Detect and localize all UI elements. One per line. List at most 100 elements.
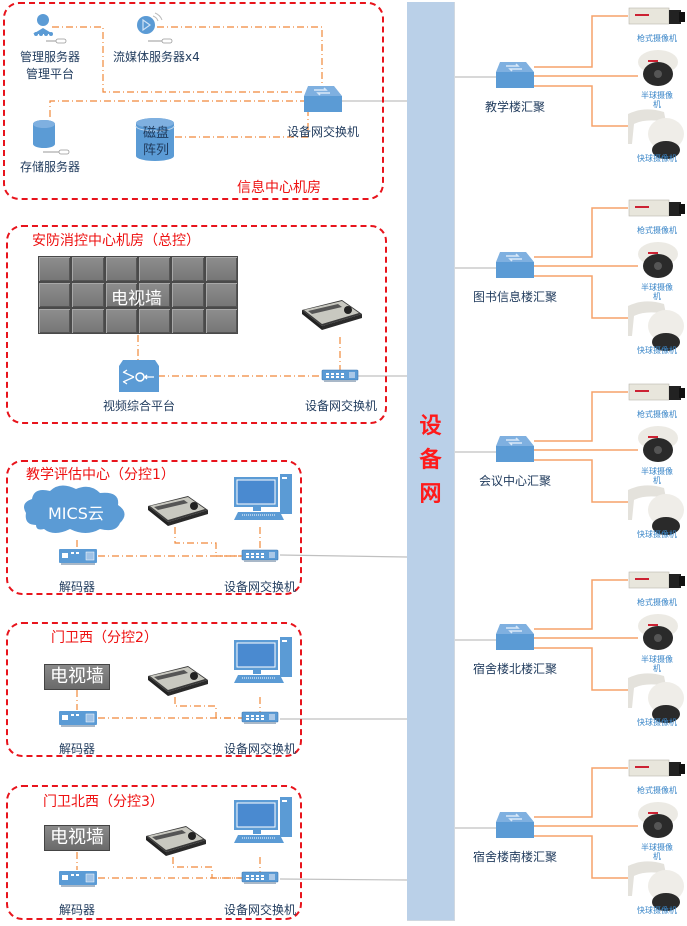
camera-link: [534, 15, 628, 68]
tv-wall-screen: [138, 308, 172, 334]
aggregation-label: 宿舍楼南楼汇聚: [472, 850, 558, 864]
tv-wall-screen: [171, 256, 205, 282]
video-platform-icon: [119, 360, 159, 392]
tv-wall-screen: [38, 282, 72, 308]
tv-wall-screen: [204, 282, 238, 308]
box-camera-label: 枪式摄像机: [637, 34, 677, 43]
speed-dome-camera-label: 快球摄像机: [637, 718, 677, 727]
tv-wall-screen: [138, 256, 172, 282]
security-switch-label: 设备网交换机: [304, 399, 378, 413]
speed-dome-camera-icon: [628, 861, 684, 911]
backbone-label-char: 网: [419, 482, 442, 507]
zone-teaching-eval: [6, 460, 302, 595]
storage-server-label: 存储服务器: [20, 160, 81, 174]
tv-wall-screen: [71, 282, 105, 308]
gate-west-tv-wall: 电视墙: [44, 664, 110, 690]
zone-title-gate-north-west: 门卫北西（分控3）: [43, 794, 164, 810]
box-camera-icon: [628, 7, 686, 25]
gate-nw-tv-wall: 电视墙: [44, 825, 110, 851]
camera-link: [534, 85, 632, 127]
tv-wall-screen: [71, 256, 105, 282]
mics-cloud-label: MICS云: [48, 504, 104, 523]
camera-link: [534, 647, 632, 691]
gate-nw-decoder-label: 解码器: [58, 903, 96, 917]
video-platform-label: 视频综合平台: [102, 399, 176, 413]
dome-camera-icon: [638, 50, 678, 86]
dome-camera-icon: [638, 614, 678, 650]
camera-link: [534, 459, 632, 503]
stream-server-icon: [137, 12, 173, 44]
gate-nw-switch-label: 设备网交换机: [223, 903, 297, 917]
tv-wall-screen: [171, 308, 205, 334]
zone-title-gate-west: 门卫西（分控2）: [51, 630, 158, 646]
speed-dome-camera-label: 快球摄像机: [637, 906, 677, 915]
zone-title-teaching-eval: 教学评估中心（分控1）: [26, 467, 175, 483]
box-camera-label: 枪式摄像机: [637, 786, 677, 795]
storage-server-icon: [33, 120, 70, 155]
zone-gate-north-west: [6, 785, 302, 920]
speed-dome-camera-label: 快球摄像机: [637, 154, 677, 163]
gate-west-switch-label: 设备网交换机: [223, 742, 297, 756]
mgmt-server-icon: [33, 14, 67, 44]
aggregation-switch-icon: [495, 623, 535, 651]
dome-camera-label: 半球摄像 机: [641, 283, 673, 301]
tv-wall: [38, 256, 238, 334]
box-camera-label: 枪式摄像机: [637, 410, 677, 419]
dome-camera-label: 半球摄像 机: [641, 843, 673, 861]
mgmt-platform-label: 管理平台: [26, 67, 75, 81]
box-camera-label: 枪式摄像机: [637, 226, 677, 235]
zone-security-center: [6, 225, 387, 424]
zone-title-security-center: 安防消控中心机房（总控）: [32, 233, 200, 249]
camera-link: [534, 767, 628, 818]
tv-wall-screen: [71, 308, 105, 334]
internal-links: [49, 26, 341, 879]
tv-wall-screen: [171, 282, 205, 308]
mics-cloud-icon: [24, 485, 125, 533]
teaching-decoder-label: 解码器: [58, 580, 96, 594]
dome-camera-label: 半球摄像 机: [641, 467, 673, 485]
speed-dome-camera-label: 快球摄像机: [637, 346, 677, 355]
camera-link: [534, 207, 628, 258]
tv-wall-label: 电视墙: [111, 289, 162, 309]
backbone-label-char: 备: [419, 448, 442, 473]
mgmt-server-label: 管理服务器: [20, 50, 81, 64]
camera-link: [534, 579, 628, 630]
tv-wall-screen: [204, 308, 238, 334]
tv-wall-screen: [104, 308, 138, 334]
disk-array-label-2: 阵列: [143, 143, 170, 158]
speed-dome-camera-icon: [628, 673, 684, 723]
dome-camera-icon: [638, 242, 678, 278]
camera-link: [534, 275, 632, 319]
camera-link: [534, 835, 632, 879]
dome-camera-label: 半球摄像 机: [641, 91, 673, 109]
tv-wall-screen: [138, 282, 172, 308]
device-network-backbone: [407, 2, 455, 921]
box-camera-icon: [628, 759, 686, 777]
tv-wall-screen: [38, 308, 72, 334]
box-camera-label: 枪式摄像机: [637, 598, 677, 607]
tv-wall-screen: [204, 256, 238, 282]
dome-camera-icon: [638, 802, 678, 838]
aggregation-switch-icon: [495, 811, 535, 839]
aggregation-switch-icon: [495, 61, 535, 89]
gate-west-decoder-label: 解码器: [58, 742, 96, 756]
zone-info-center: [3, 2, 384, 200]
camera-links: [534, 15, 638, 879]
box-camera-icon: [628, 383, 686, 401]
tv-wall-screen: [104, 282, 138, 308]
aggregation-label: 教学楼汇聚: [484, 100, 546, 114]
box-camera-icon: [628, 199, 686, 217]
teaching-switch-label: 设备网交换机: [223, 580, 297, 594]
aggregation-label: 宿舍楼北楼汇聚: [472, 662, 558, 676]
speed-dome-camera-icon: [628, 485, 684, 535]
stream-server-label: 流媒体服务器x4: [113, 50, 200, 64]
disk-array-icon: [135, 118, 175, 161]
disk-array-label-1: 磁盘: [143, 126, 170, 141]
info-center-switch-label: 设备网交换机: [287, 125, 360, 139]
tv-wall-screen: [104, 256, 138, 282]
tv-wall-screen: [38, 256, 72, 282]
aggregation-label: 图书信息楼汇聚: [472, 290, 558, 304]
zone-gate-west: [6, 622, 302, 757]
aggregation-switch-icon: [495, 435, 535, 463]
